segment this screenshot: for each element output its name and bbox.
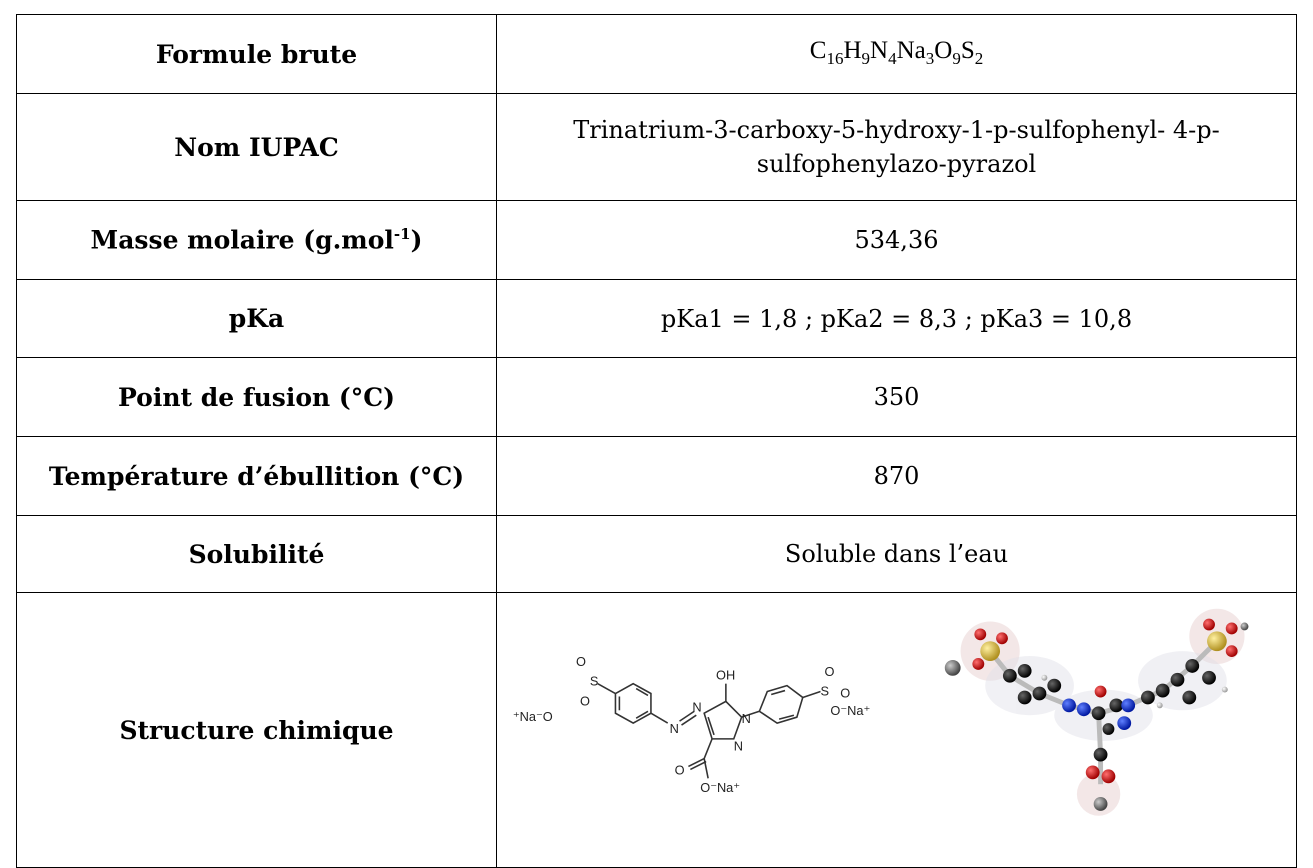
atom-label: O⁻Na⁺ bbox=[700, 780, 740, 795]
row-value: 870 bbox=[496, 436, 1297, 516]
row-label-molar-mass: Masse molaire (g.mol-1) bbox=[16, 200, 497, 280]
atom-label: N bbox=[692, 699, 701, 714]
row-value: 534,36 bbox=[496, 200, 1297, 280]
iupac-line: sulfophenylazo-pyrazol bbox=[756, 150, 1037, 178]
atom-label: S bbox=[821, 683, 830, 698]
properties-table: Formule brute C16H9N4Na3O9S2 Nom IUPAC T… bbox=[16, 14, 1297, 868]
row-label: Structure chimique bbox=[16, 592, 497, 868]
atom-label: O⁻Na⁺ bbox=[830, 703, 870, 718]
atom-label: O bbox=[840, 685, 850, 700]
row-value: 350 bbox=[496, 357, 1297, 437]
table-row: Température d’ébullition (°C) 870 bbox=[16, 436, 1297, 516]
table-row: Point de fusion (°C) 350 bbox=[16, 357, 1297, 437]
row-label: Nom IUPAC bbox=[16, 93, 497, 201]
atom-label: S bbox=[590, 674, 599, 689]
row-label: Solubilité bbox=[16, 515, 497, 593]
atom-label: O bbox=[824, 664, 834, 679]
row-value-formula: C16H9N4Na3O9S2 bbox=[496, 14, 1297, 94]
row-value-iupac: Trinatrium-3-carboxy-5-hydroxy-1-p-sulfo… bbox=[496, 93, 1297, 201]
atom-label: N bbox=[742, 711, 751, 726]
molecular-formula: C16H9N4Na3O9S2 bbox=[809, 36, 984, 68]
table-row: Masse molaire (g.mol-1) 534,36 bbox=[16, 200, 1297, 280]
row-value-structure: O S O ⁺Na⁻O N N OH N N O S O O⁻Na⁺ O bbox=[496, 592, 1297, 868]
atom-label: O bbox=[576, 654, 586, 669]
ball-and-stick-model-image bbox=[944, 608, 1249, 816]
atom-label: O bbox=[675, 762, 685, 777]
atom-label: N bbox=[734, 739, 743, 754]
row-label: pKa bbox=[16, 279, 497, 358]
iupac-line: Trinatrium-3-carboxy-5-hydroxy-1-p-sulfo… bbox=[573, 116, 1220, 144]
row-label: Température d’ébullition (°C) bbox=[16, 436, 497, 516]
atom-label: N bbox=[670, 721, 679, 736]
atom-label: O bbox=[580, 693, 590, 708]
row-value: pKa1 = 1,8 ; pKa2 = 8,3 ; pKa3 = 10,8 bbox=[496, 279, 1297, 358]
table-row: Nom IUPAC Trinatrium-3-carboxy-5-hydroxy… bbox=[16, 93, 1297, 201]
table-row: Structure chimique bbox=[16, 592, 1297, 868]
table-row: Formule brute C16H9N4Na3O9S2 bbox=[16, 14, 1297, 94]
row-label: Point de fusion (°C) bbox=[16, 357, 497, 437]
row-value: Soluble dans l’eau bbox=[496, 515, 1297, 593]
skeletal-structure-image: O S O ⁺Na⁻O N N OH N N O S O O⁻Na⁺ O bbox=[513, 654, 870, 795]
row-label: Formule brute bbox=[16, 14, 497, 94]
table-row: Solubilité Soluble dans l’eau bbox=[16, 515, 1297, 593]
atom-label: ⁺Na⁻O bbox=[513, 709, 553, 724]
atom-label: OH bbox=[716, 668, 735, 683]
table-row: pKa pKa1 = 1,8 ; pKa2 = 8,3 ; pKa3 = 10,… bbox=[16, 279, 1297, 358]
